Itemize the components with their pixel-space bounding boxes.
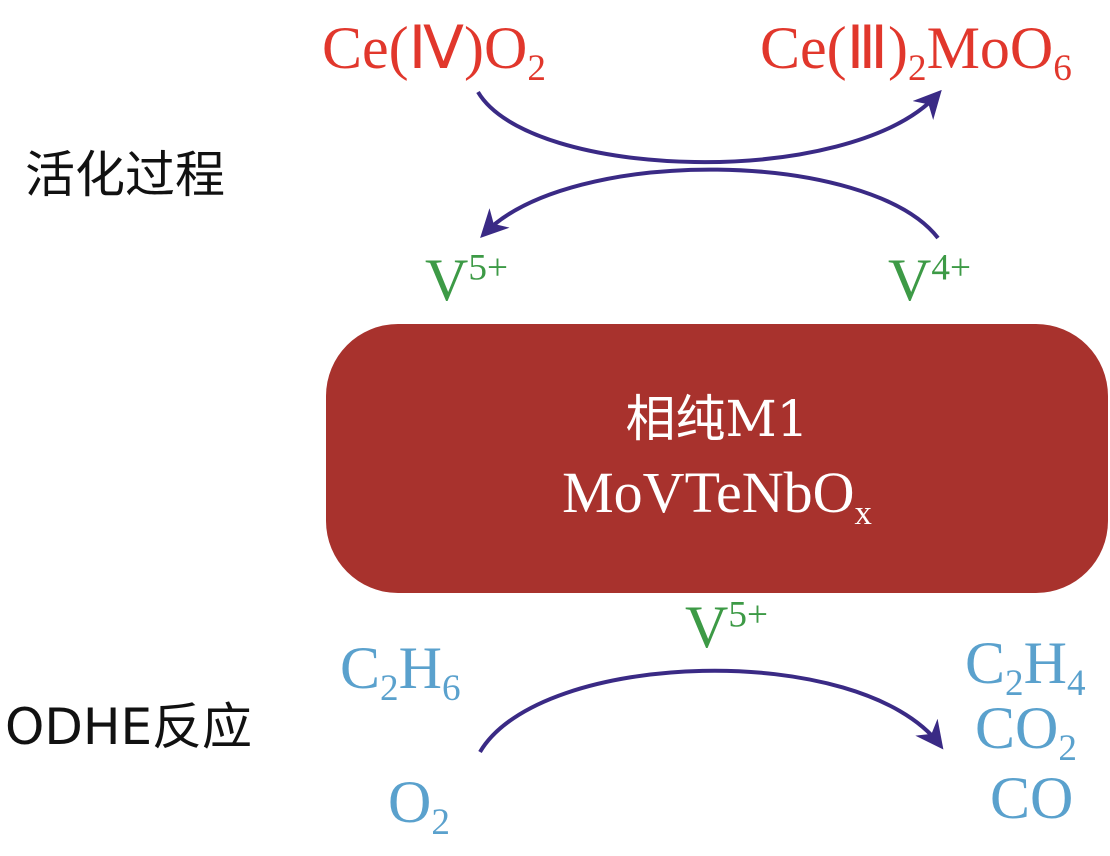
ceo2-label: Ce(Ⅳ)O2 [322, 15, 546, 89]
v5-bottom-label: V5+ [685, 594, 768, 660]
v5-top-label: V5+ [425, 247, 508, 313]
v4-label: V4+ [888, 247, 971, 313]
arrow-reactants-to-products [478, 668, 944, 754]
arrow-ce4-to-ce3 [476, 89, 942, 164]
catalyst-phase-label: 相纯M1 [625, 390, 809, 448]
arrow-v4-to-v5 [480, 167, 940, 240]
c2h6-label: C2H6 [340, 635, 461, 709]
o2-label: O2 [388, 769, 450, 843]
odhe-reaction-label: ODHE反应 [5, 698, 253, 756]
co-label: CO [990, 765, 1074, 831]
activation-process-label: 活化过程 [25, 146, 225, 204]
c2h4-label: C2H4 [965, 630, 1086, 704]
ce2moo6-label: Ce(Ⅲ)2MoO6 [760, 15, 1072, 89]
catalyst-box: 相纯M1 MoVTeNbOx [326, 324, 1108, 593]
catalyst-formula: MoVTeNbOx [562, 460, 872, 533]
co2-label: CO2 [975, 695, 1077, 769]
